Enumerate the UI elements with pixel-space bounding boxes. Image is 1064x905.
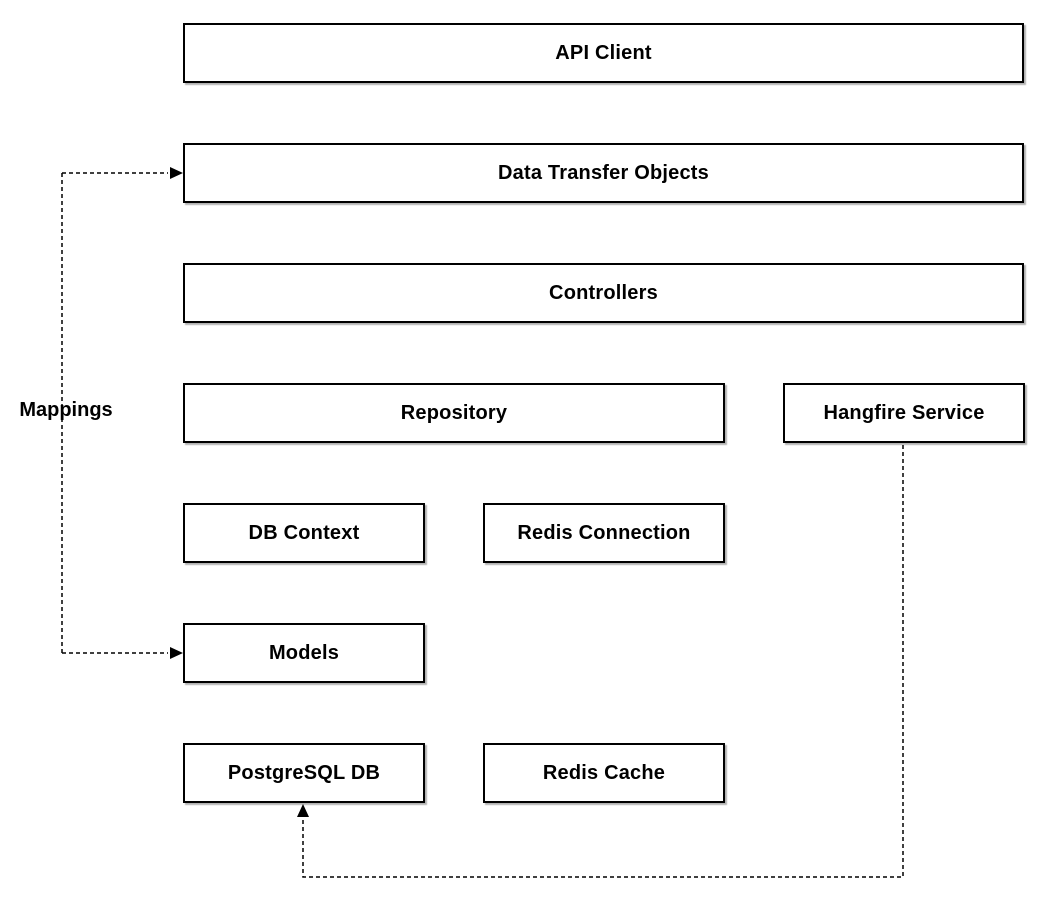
box-api-client: API Client [183, 23, 1024, 83]
box-postgresql-db: PostgreSQL DB [183, 743, 425, 803]
box-controllers: Controllers [183, 263, 1024, 323]
arrowhead-postgresql [297, 804, 309, 817]
box-data-transfer-objects: Data Transfer Objects [183, 143, 1024, 203]
arrowhead-models [170, 647, 183, 659]
box-redis-connection: Redis Connection [483, 503, 725, 563]
arrowhead-dto [170, 167, 183, 179]
box-hangfire-service: Hangfire Service [783, 383, 1025, 443]
box-redis-cache: Redis Cache [483, 743, 725, 803]
hangfire-to-postgresql-connector [302, 445, 904, 878]
mappings-edge-label: Mappings [19, 398, 113, 421]
box-db-context: DB Context [183, 503, 425, 563]
box-repository: Repository [183, 383, 725, 443]
box-models: Models [183, 623, 425, 683]
